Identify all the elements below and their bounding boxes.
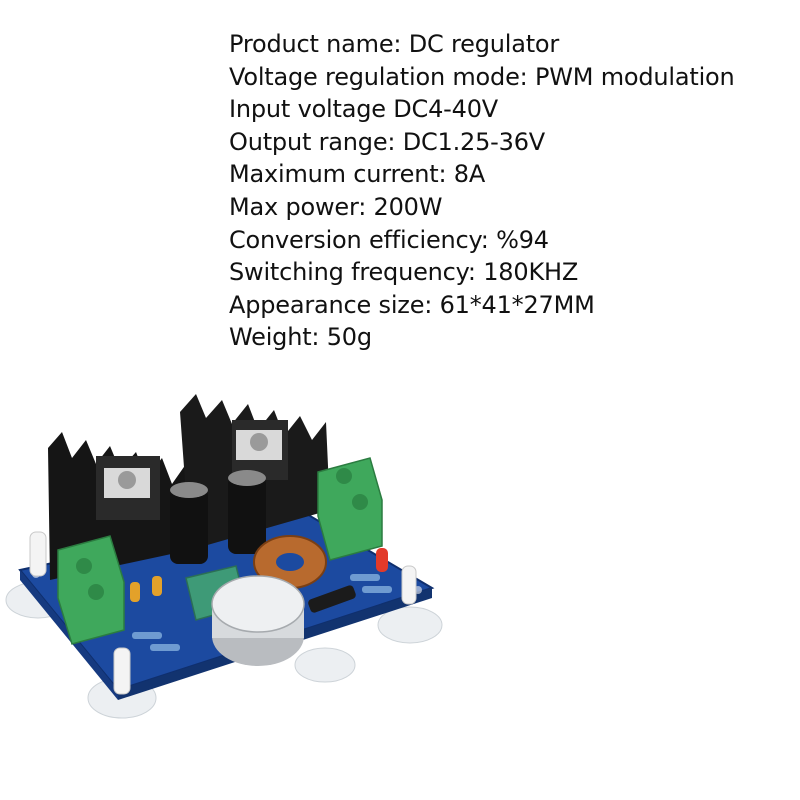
spec-input-voltage: Input voltage DC4-40V bbox=[229, 95, 498, 124]
spec-efficiency: Conversion efficiency: %94 bbox=[229, 225, 549, 254]
spec-max-current: Maximum current: 8A bbox=[229, 160, 486, 189]
toroidal-inductor bbox=[253, 535, 327, 589]
standoff-posts bbox=[29, 531, 417, 695]
spec-regulation-mode: Voltage regulation mode: PWM modulation bbox=[229, 62, 735, 91]
spec-output-range: Output range: DC1.25-36V bbox=[229, 127, 545, 156]
small-components bbox=[130, 548, 392, 651]
spec-max-power: Max power: 200W bbox=[229, 192, 443, 221]
potentiometer bbox=[185, 565, 305, 666]
spec-switching-frequency: Switching frequency: 180KHZ bbox=[229, 258, 579, 287]
dc-regulator-board-photo bbox=[5, 394, 443, 719]
spec-list: Product name: DC regulator Voltage regul… bbox=[229, 28, 735, 354]
spec-size: Appearance size: 61*41*27MM bbox=[229, 290, 595, 319]
spec-weight: Weight: 50g bbox=[229, 323, 372, 352]
electrolytic-capacitors bbox=[170, 470, 266, 564]
spec-product-name: Product name: DC regulator bbox=[229, 30, 560, 58]
terminal-blocks bbox=[57, 457, 383, 645]
